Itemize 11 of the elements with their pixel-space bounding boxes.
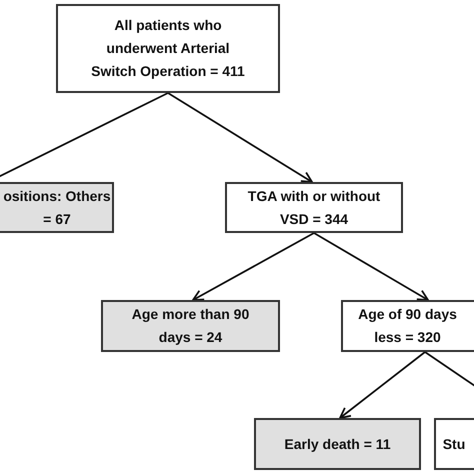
arrow [192, 232, 314, 301]
excluded-box: Early death = 11 [254, 418, 421, 470]
arrow [314, 232, 429, 301]
process-box: Age of 90 days less = 320 [341, 300, 474, 352]
process-box: Stu [434, 418, 474, 470]
process-box: TGA with or without VSD = 344 [225, 182, 403, 233]
arrow [339, 351, 426, 419]
arrow [168, 92, 313, 183]
start-box: All patients who underwent Arterial Switch Operation = 411 [56, 4, 280, 93]
excluded-box: ositions: Others = 67 [0, 182, 114, 233]
excluded-box: Age more than 90 days = 24 [101, 300, 280, 352]
